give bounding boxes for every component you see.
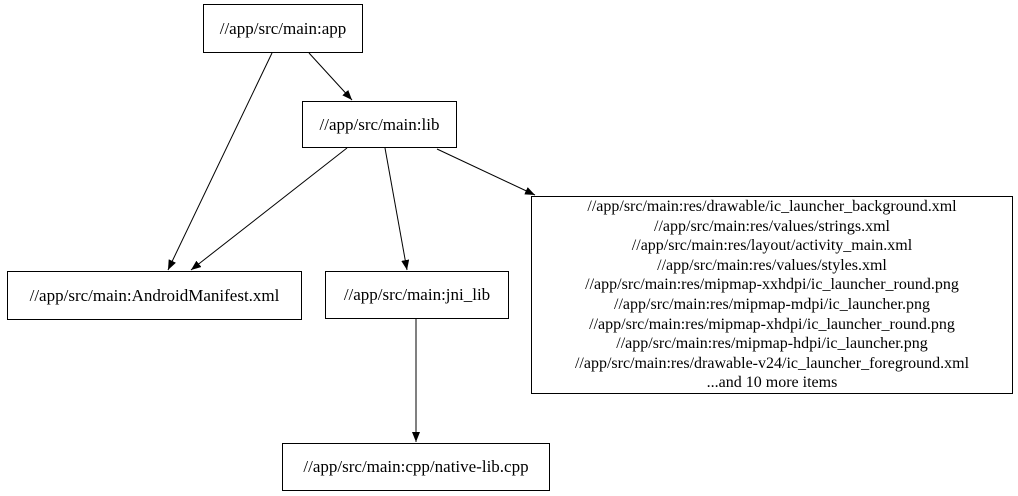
edge-lib-to-jni-lib bbox=[384, 147, 410, 271]
edge-app-to-android-manifest bbox=[167, 52, 273, 271]
edge-app-to-lib bbox=[308, 52, 353, 101]
node-native-lib-cpp: //app/src/main:cpp/native-lib.cpp bbox=[282, 443, 550, 491]
node-android-manifest: //app/src/main:AndroidManifest.xml bbox=[7, 271, 302, 320]
node-lib: //app/src/main:lib bbox=[302, 101, 457, 148]
edge-lib-to-android-manifest bbox=[190, 147, 348, 271]
edge-lib-to-resources bbox=[436, 148, 536, 196]
node-app: //app/src/main:app bbox=[203, 4, 363, 53]
node-jni-lib: //app/src/main:jni_lib bbox=[325, 271, 509, 319]
node-resources-group: //app/src/main:res/drawable/ic_launcher_… bbox=[531, 196, 1013, 394]
